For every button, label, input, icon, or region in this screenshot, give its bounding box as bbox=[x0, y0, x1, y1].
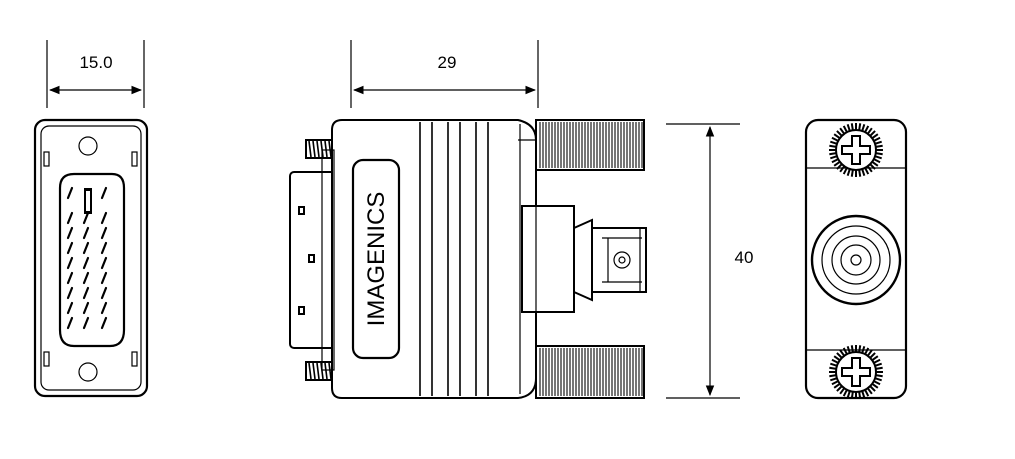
rear-screw-bottom bbox=[829, 345, 883, 399]
height-label: 40 bbox=[735, 248, 754, 267]
front-body-inner bbox=[40, 125, 142, 391]
bottom-knurled-thumbscrew bbox=[535, 345, 645, 399]
brand-label: IMAGENICS bbox=[363, 192, 390, 327]
side-length-dimension: 29 bbox=[350, 40, 539, 108]
front-pins bbox=[66, 186, 108, 330]
front-body-outline bbox=[33, 118, 149, 398]
front-width-dimension: 15.0 bbox=[46, 40, 145, 108]
front-screw-hole-top bbox=[78, 136, 98, 156]
left-thumbscrew-threads bbox=[305, 139, 333, 381]
bnc-connector-side bbox=[521, 205, 647, 313]
side-view: 29 IMAGENICS bbox=[289, 40, 647, 399]
side-length-label: 29 bbox=[438, 53, 457, 72]
rear-screw-top bbox=[829, 123, 883, 177]
front-view: 15.0 bbox=[33, 40, 149, 398]
top-knurled-thumbscrew bbox=[535, 119, 645, 171]
brand-label-plate bbox=[351, 158, 401, 360]
front-screw-hole-bottom bbox=[78, 362, 98, 382]
rear-bnc-face bbox=[810, 214, 902, 306]
front-pin-field bbox=[58, 172, 126, 348]
height-dimension: 40 bbox=[666, 123, 754, 399]
rear-view bbox=[804, 118, 908, 400]
front-width-label: 15.0 bbox=[79, 53, 112, 72]
